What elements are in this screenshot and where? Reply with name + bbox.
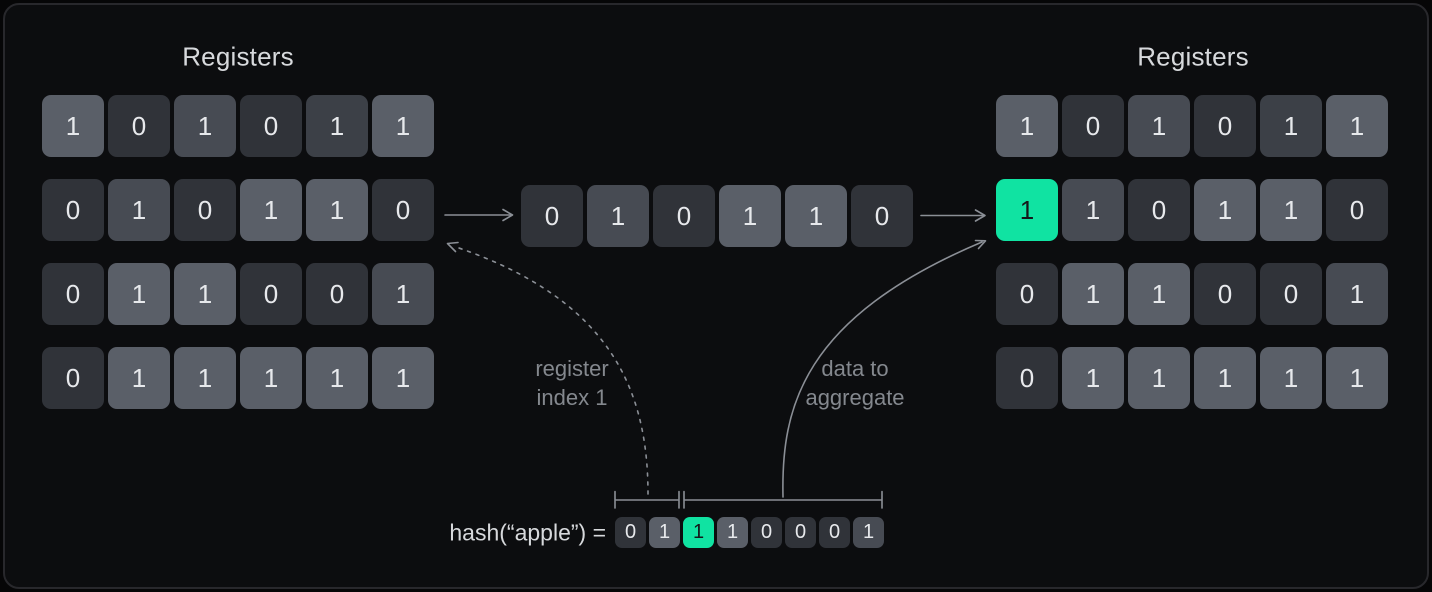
register-cell: 1 (108, 263, 170, 325)
register-cell: 0 (240, 263, 302, 325)
register-cell: 1 (174, 95, 236, 157)
register-cell: 1 (1062, 347, 1124, 409)
register-cell: 0 (1062, 95, 1124, 157)
register-cell: 1 (1062, 263, 1124, 325)
register-cell: 1 (996, 95, 1058, 157)
register-cell: 0 (521, 185, 583, 247)
label-line: index 1 (536, 385, 608, 410)
hash-bit-cell: 0 (751, 517, 782, 548)
register-cell: 1 (1326, 347, 1388, 409)
register-cell: 0 (1128, 179, 1190, 241)
register-cell: 1 (587, 185, 649, 247)
register-cell: 1 (240, 179, 302, 241)
hash-bit-cell: 1 (683, 517, 714, 548)
register-cell: 1 (372, 263, 434, 325)
hash-expression: hash(“apple”) = (449, 519, 606, 546)
hash-bit-cell: 1 (649, 517, 680, 548)
label-line: register (535, 356, 609, 381)
hash-bit-cell: 0 (785, 517, 816, 548)
register-cell: 1 (174, 347, 236, 409)
register-cell: 0 (1194, 263, 1256, 325)
register-cell: 1 (1326, 263, 1388, 325)
label-line: data to (821, 356, 889, 381)
hash-bit-cell: 1 (853, 517, 884, 548)
register-cell: 1 (1260, 95, 1322, 157)
register-cell: 1 (306, 95, 368, 157)
label-line: aggregate (805, 385, 905, 410)
register-index-label: register index 1 (535, 354, 608, 412)
hash-bit-cell: 0 (615, 517, 646, 548)
register-cell: 1 (1128, 95, 1190, 157)
register-cell: 0 (372, 179, 434, 241)
register-cell: 1 (240, 347, 302, 409)
register-cell: 1 (1194, 179, 1256, 241)
register-cell: 0 (653, 185, 715, 247)
register-cell: 1 (108, 179, 170, 241)
left-registers-title: Registers (182, 41, 294, 72)
hash-bit-cell: 1 (717, 517, 748, 548)
register-cell: 1 (306, 179, 368, 241)
register-cell: 1 (108, 347, 170, 409)
register-cell: 1 (1260, 347, 1322, 409)
register-cell: 1 (1260, 179, 1322, 241)
register-cell: 0 (1194, 95, 1256, 157)
register-cell: 0 (240, 95, 302, 157)
right-registers-title: Registers (1137, 41, 1249, 72)
register-cell: 0 (42, 263, 104, 325)
hash-bit-cell: 0 (819, 517, 850, 548)
register-cell: 1 (1326, 95, 1388, 157)
register-cell: 1 (1128, 347, 1190, 409)
register-cell: 0 (1326, 179, 1388, 241)
register-cell: 1 (785, 185, 847, 247)
register-cell: 1 (1062, 179, 1124, 241)
register-cell: 0 (108, 95, 170, 157)
register-cell: 1 (372, 347, 434, 409)
register-cell: 0 (996, 263, 1058, 325)
register-cell: 1 (1194, 347, 1256, 409)
register-cell: 0 (306, 263, 368, 325)
register-cell: 1 (42, 95, 104, 157)
register-cell: 0 (42, 179, 104, 241)
register-cell: 0 (996, 347, 1058, 409)
register-cell: 1 (1128, 263, 1190, 325)
register-cell: 1 (719, 185, 781, 247)
register-cell: 1 (306, 347, 368, 409)
register-cell: 0 (1260, 263, 1322, 325)
register-cell: 1 (372, 95, 434, 157)
register-cell: 0 (174, 179, 236, 241)
register-cell: 0 (851, 185, 913, 247)
data-to-aggregate-label: data to aggregate (805, 354, 904, 412)
register-cell: 1 (996, 179, 1058, 241)
register-cell: 0 (42, 347, 104, 409)
register-cell: 1 (174, 263, 236, 325)
